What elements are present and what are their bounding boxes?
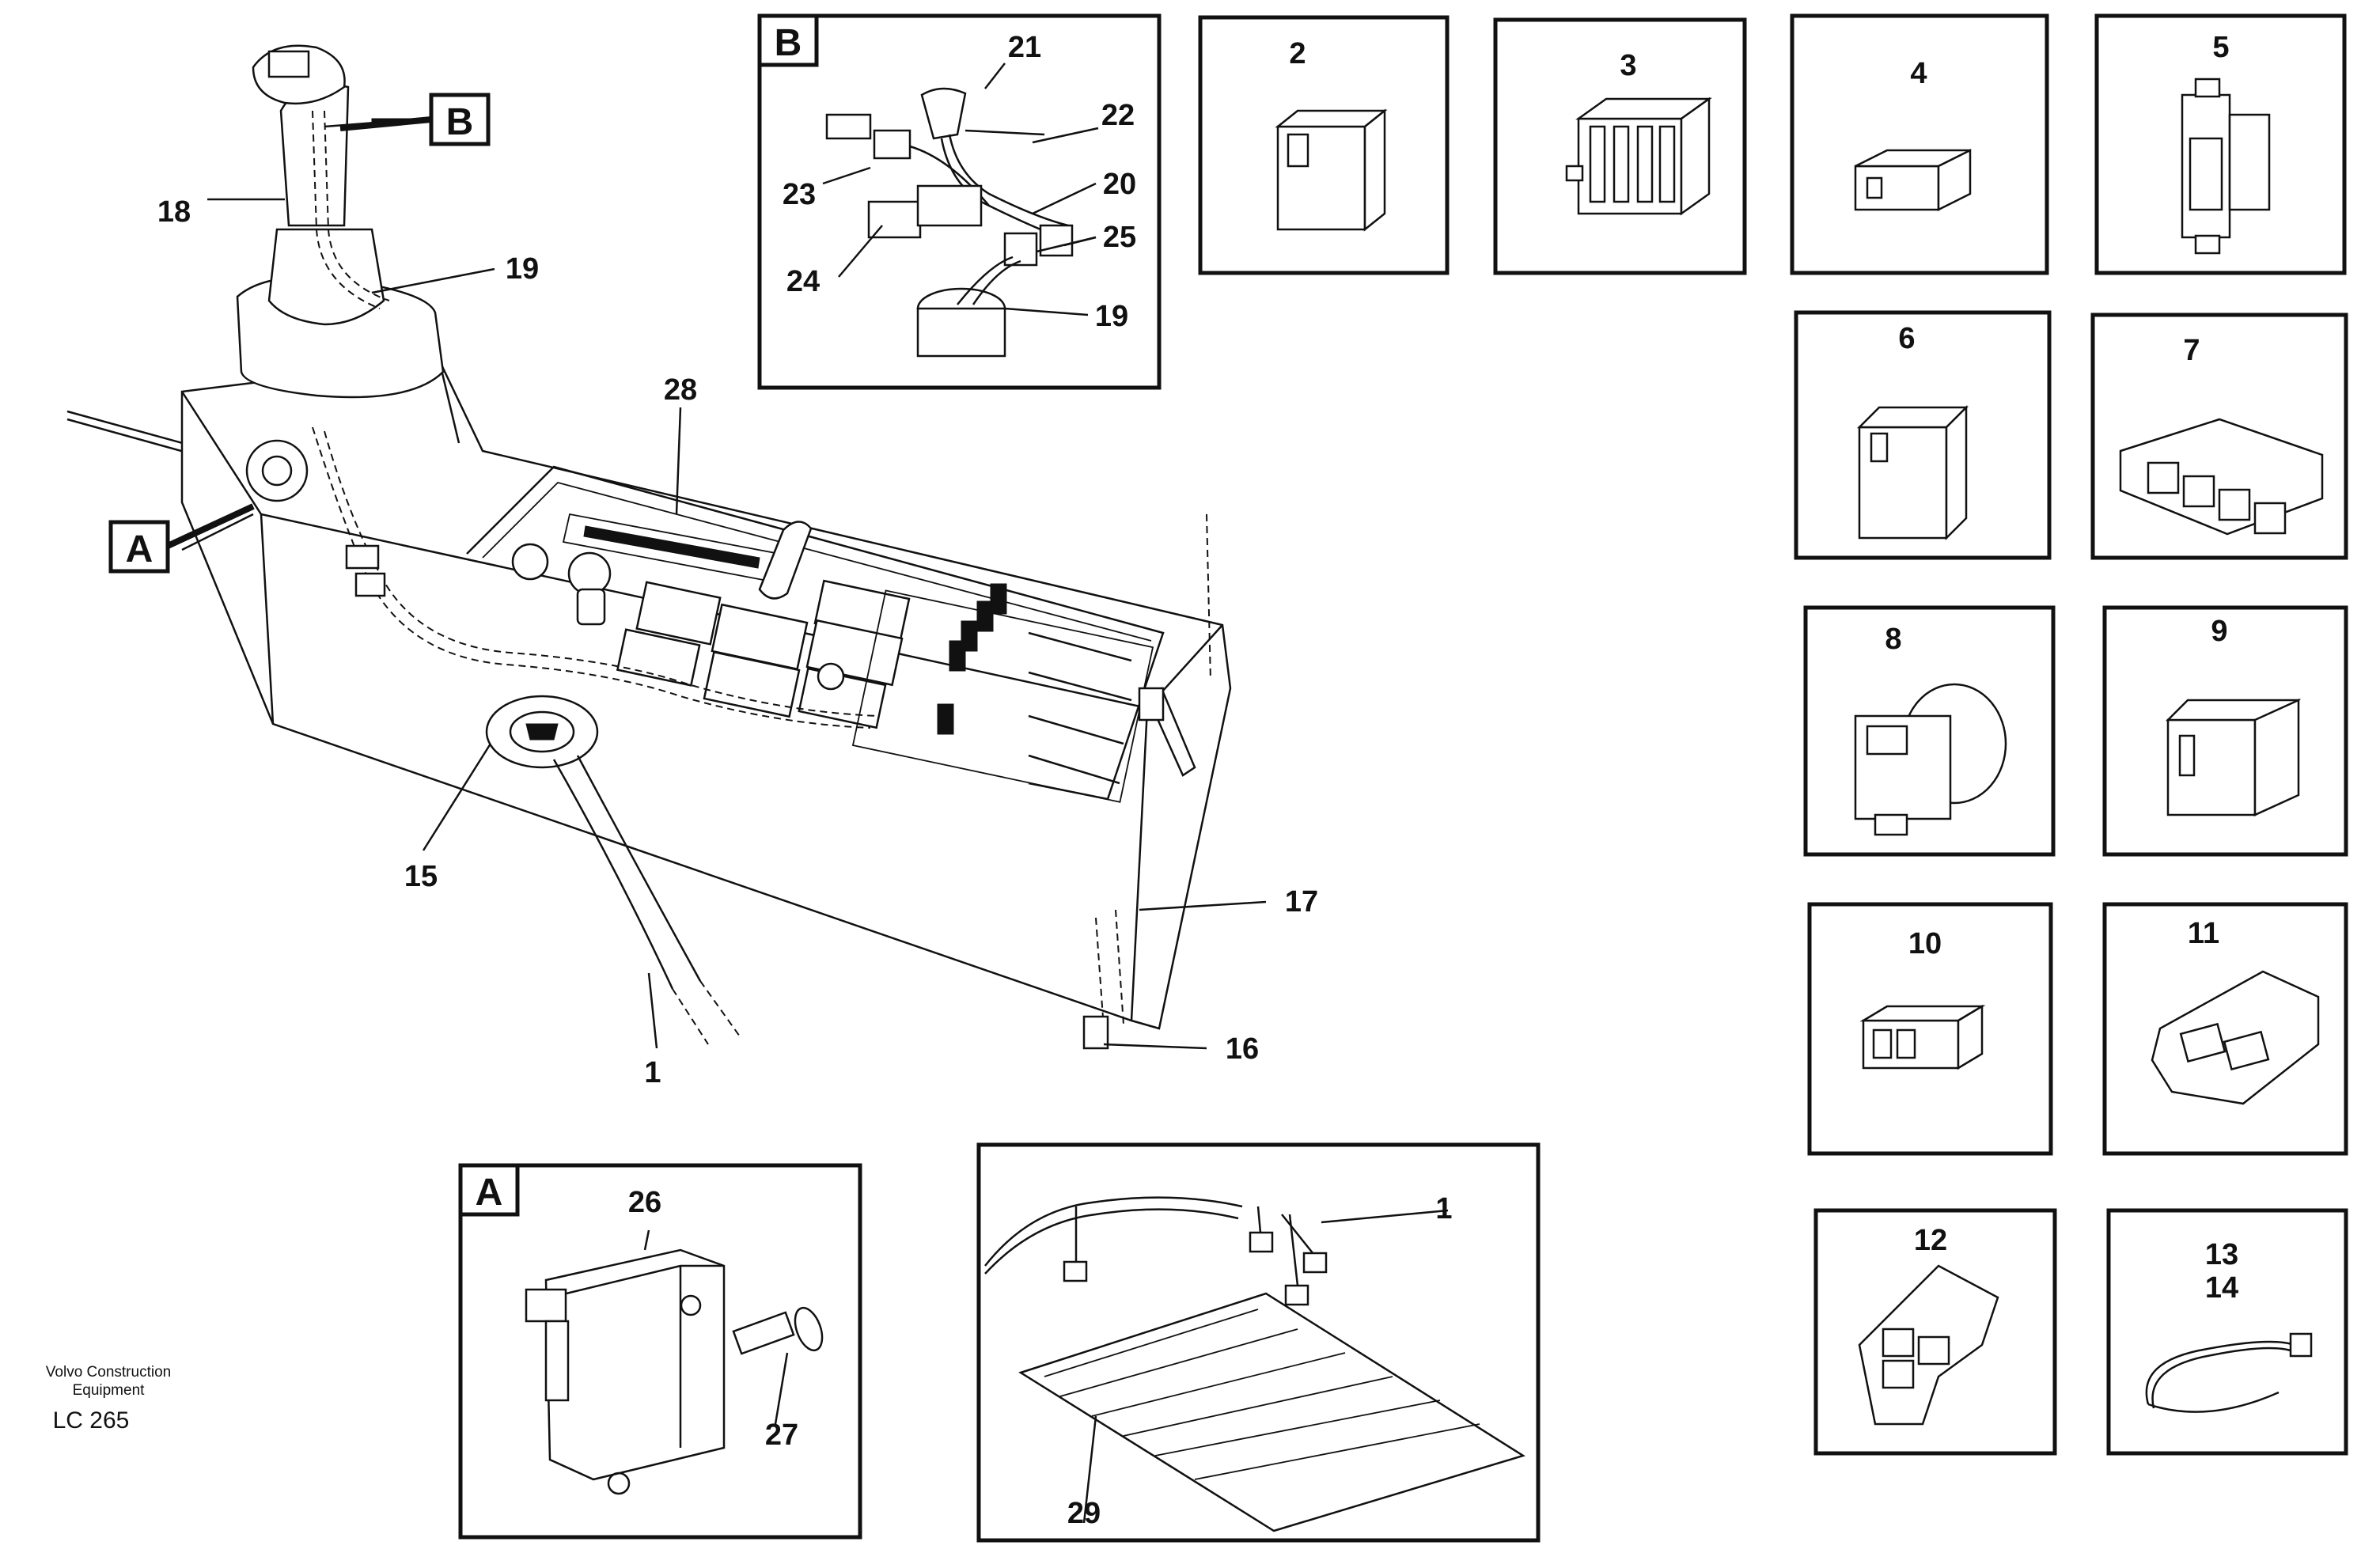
callout-20: 20 (1103, 168, 1136, 201)
callout-26: 26 (628, 1186, 661, 1219)
detail-b-tag-label: B (775, 22, 802, 64)
view-tag-b-label: B (446, 101, 474, 143)
part-box-12 (1813, 1208, 2057, 1456)
callout-23: 23 (783, 178, 816, 211)
part-box-11 (2102, 902, 2348, 1156)
callout-6: 6 (1898, 322, 1915, 355)
callout-5: 5 (2212, 31, 2229, 64)
part-box-6 (1794, 310, 2052, 560)
view-tag-a-label: A (126, 528, 153, 570)
callout-19: 19 (506, 252, 539, 286)
circuit-board-parts (984, 1196, 1525, 1532)
callout-9: 9 (2211, 615, 2227, 648)
callout-28: 28 (664, 373, 697, 407)
callout-1b: 1 (1435, 1192, 1452, 1225)
callout-21: 21 (1008, 31, 1041, 64)
part-box-13-14 (2106, 1208, 2348, 1456)
callout-2: 2 (1289, 37, 1306, 70)
callout-14: 14 (2205, 1271, 2238, 1305)
callout-18: 18 (157, 195, 191, 229)
callout-25: 25 (1103, 221, 1136, 254)
view-tag-b-leader (339, 116, 432, 131)
detail-a-tag-label: A (476, 1172, 503, 1214)
callout-17: 17 (1285, 885, 1318, 919)
detail-b-parts (822, 62, 1099, 358)
detail-b-tag (757, 13, 819, 67)
part-box-10 (1807, 902, 2053, 1156)
part-box-9 (2102, 605, 2348, 857)
callout-10: 10 (1908, 927, 1942, 960)
view-tag-b (429, 93, 491, 146)
callout-8: 8 (1885, 623, 1901, 656)
callout-3: 3 (1620, 49, 1636, 82)
callout-29: 29 (1067, 1497, 1101, 1530)
detail-a-tag (458, 1163, 520, 1217)
callout-27: 27 (765, 1419, 798, 1452)
company-name-line1: Volvo Construction (46, 1364, 171, 1381)
callout-24: 24 (786, 265, 820, 298)
part-box-2 (1198, 15, 1450, 275)
callout-19b: 19 (1095, 300, 1128, 333)
part-box-5 (2094, 13, 2347, 275)
callout-4: 4 (1910, 57, 1927, 90)
callout-16: 16 (1226, 1032, 1259, 1066)
part-box-8 (1803, 605, 2056, 857)
callout-12: 12 (1914, 1224, 1947, 1257)
part-box-7 (2090, 312, 2348, 560)
view-tag-a (108, 520, 170, 574)
part-box-4 (1790, 13, 2049, 275)
callout-7: 7 (2183, 334, 2200, 367)
company-name-line2: Equipment (73, 1382, 146, 1399)
callout-1: 1 (644, 1056, 661, 1089)
detail-a-parts (525, 1229, 824, 1495)
callout-22: 22 (1101, 99, 1135, 132)
callout-13: 13 (2205, 1238, 2238, 1271)
view-tag-a-leader (166, 503, 255, 549)
model-code: LC 265 (53, 1407, 130, 1434)
callout-labels: 18 19 28 15 1 17 16 21 22 23 20 25 24 19… (157, 31, 2238, 1530)
callout-11: 11 (2188, 917, 2219, 950)
control-console-assembly (66, 44, 1232, 1050)
callout-15: 15 (404, 860, 438, 893)
part-box-3 (1493, 17, 1747, 275)
